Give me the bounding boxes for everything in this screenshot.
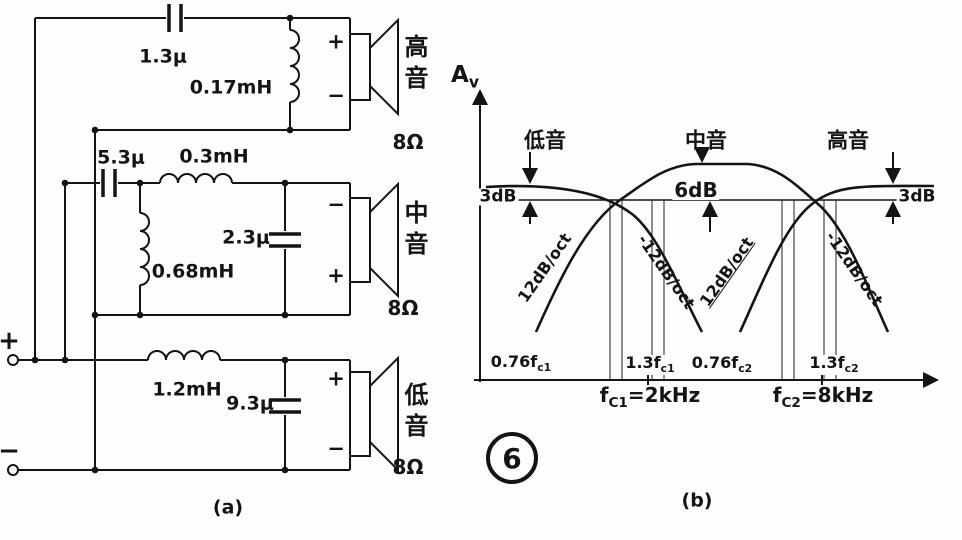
highpass-curve xyxy=(738,184,935,333)
y-axis-label-sub: v xyxy=(468,72,479,92)
frequency-response-plot xyxy=(472,89,939,388)
mid-shunt-coil-value: 0.68mH xyxy=(151,260,235,283)
mid-shunt-cap-value: 2.3μ xyxy=(222,226,270,249)
x-mark-076fc2: 0.76fc2 xyxy=(689,352,755,376)
input-plus-label: + xyxy=(0,326,20,356)
lowpass-curve xyxy=(485,184,704,333)
woofer-series-coil-symbol xyxy=(147,350,221,361)
woofer-speaker-icon xyxy=(349,355,399,473)
tweeter-name-label: 高音 xyxy=(400,34,428,96)
fc1-label: fC1=2kHz xyxy=(599,383,701,412)
x-mark-13fc1: 1.3fc1 xyxy=(623,352,677,376)
tweeter-impedance: 8Ω xyxy=(392,130,424,154)
figure-number-badge: 6 xyxy=(486,432,538,484)
y-axis-label-main: A xyxy=(451,61,469,88)
woofer-branch-wires xyxy=(18,130,351,471)
mid-speaker-icon xyxy=(349,181,399,299)
curve-label-mid: 中音 xyxy=(685,128,727,153)
input-minus-terminal xyxy=(7,464,19,476)
mid-capacitor-symbols xyxy=(101,169,301,248)
mid-cap-value: 5.3μ xyxy=(97,146,145,169)
y-axis-label: Av xyxy=(451,61,479,92)
db-annotation-left: 3dB xyxy=(477,186,519,207)
caption-a: (a) xyxy=(212,496,244,519)
woofer-plus-label: + xyxy=(327,366,345,391)
tweeter-minus-label: − xyxy=(327,83,345,108)
input-plus-terminal xyxy=(7,354,19,366)
input-minus-label: − xyxy=(0,436,20,466)
x-mark-076fc1: 0.76fc1 xyxy=(488,351,554,375)
curve-label-high: 高音 xyxy=(827,128,869,153)
tweeter-plus-label: + xyxy=(327,29,345,54)
x-mark-13fc2: 1.3fc2 xyxy=(807,352,861,376)
woofer-minus-label: − xyxy=(327,436,345,461)
junction-dots xyxy=(31,14,294,474)
tweeter-series-capacitor-symbol xyxy=(167,4,183,32)
frequency-marker-lines xyxy=(609,200,837,380)
tweeter-cap-value: 1.3μ xyxy=(139,45,187,68)
fc2-label: fC2=8kHz xyxy=(772,383,874,412)
woofer-name-label: 低音 xyxy=(400,382,428,444)
db-annotation-right: 3dB xyxy=(896,186,938,207)
mid-coil-value: 0.3mH xyxy=(179,145,249,168)
woofer-shunt-capacitor-symbol xyxy=(269,398,301,414)
woofer-impedance: 8Ω xyxy=(392,455,424,479)
mid-plus-label: + xyxy=(327,263,345,288)
caption-b: (b) xyxy=(681,489,713,512)
tweeter-speaker-icon xyxy=(349,17,399,117)
mid-name-label: 中音 xyxy=(400,200,428,262)
mid-coil-symbols xyxy=(139,173,233,286)
bandpass-curve xyxy=(534,162,890,333)
mid-minus-label: − xyxy=(327,192,345,217)
tweeter-branch-wires xyxy=(34,17,351,360)
tweeter-coil-value: 0.17mH xyxy=(189,76,273,99)
curve-label-low: 低音 xyxy=(524,128,566,153)
crossover-schematic xyxy=(7,4,399,476)
woofer-shunt-cap-value: 9.3μ xyxy=(226,392,274,415)
db-annotation-center: 6dB xyxy=(672,178,720,202)
mid-impedance: 8Ω xyxy=(387,296,419,320)
tweeter-shunt-coil-symbol xyxy=(289,29,300,103)
woofer-coil-value: 1.2mH xyxy=(152,378,222,401)
axis-ticks xyxy=(647,375,823,385)
annotation-arrows xyxy=(522,147,901,232)
